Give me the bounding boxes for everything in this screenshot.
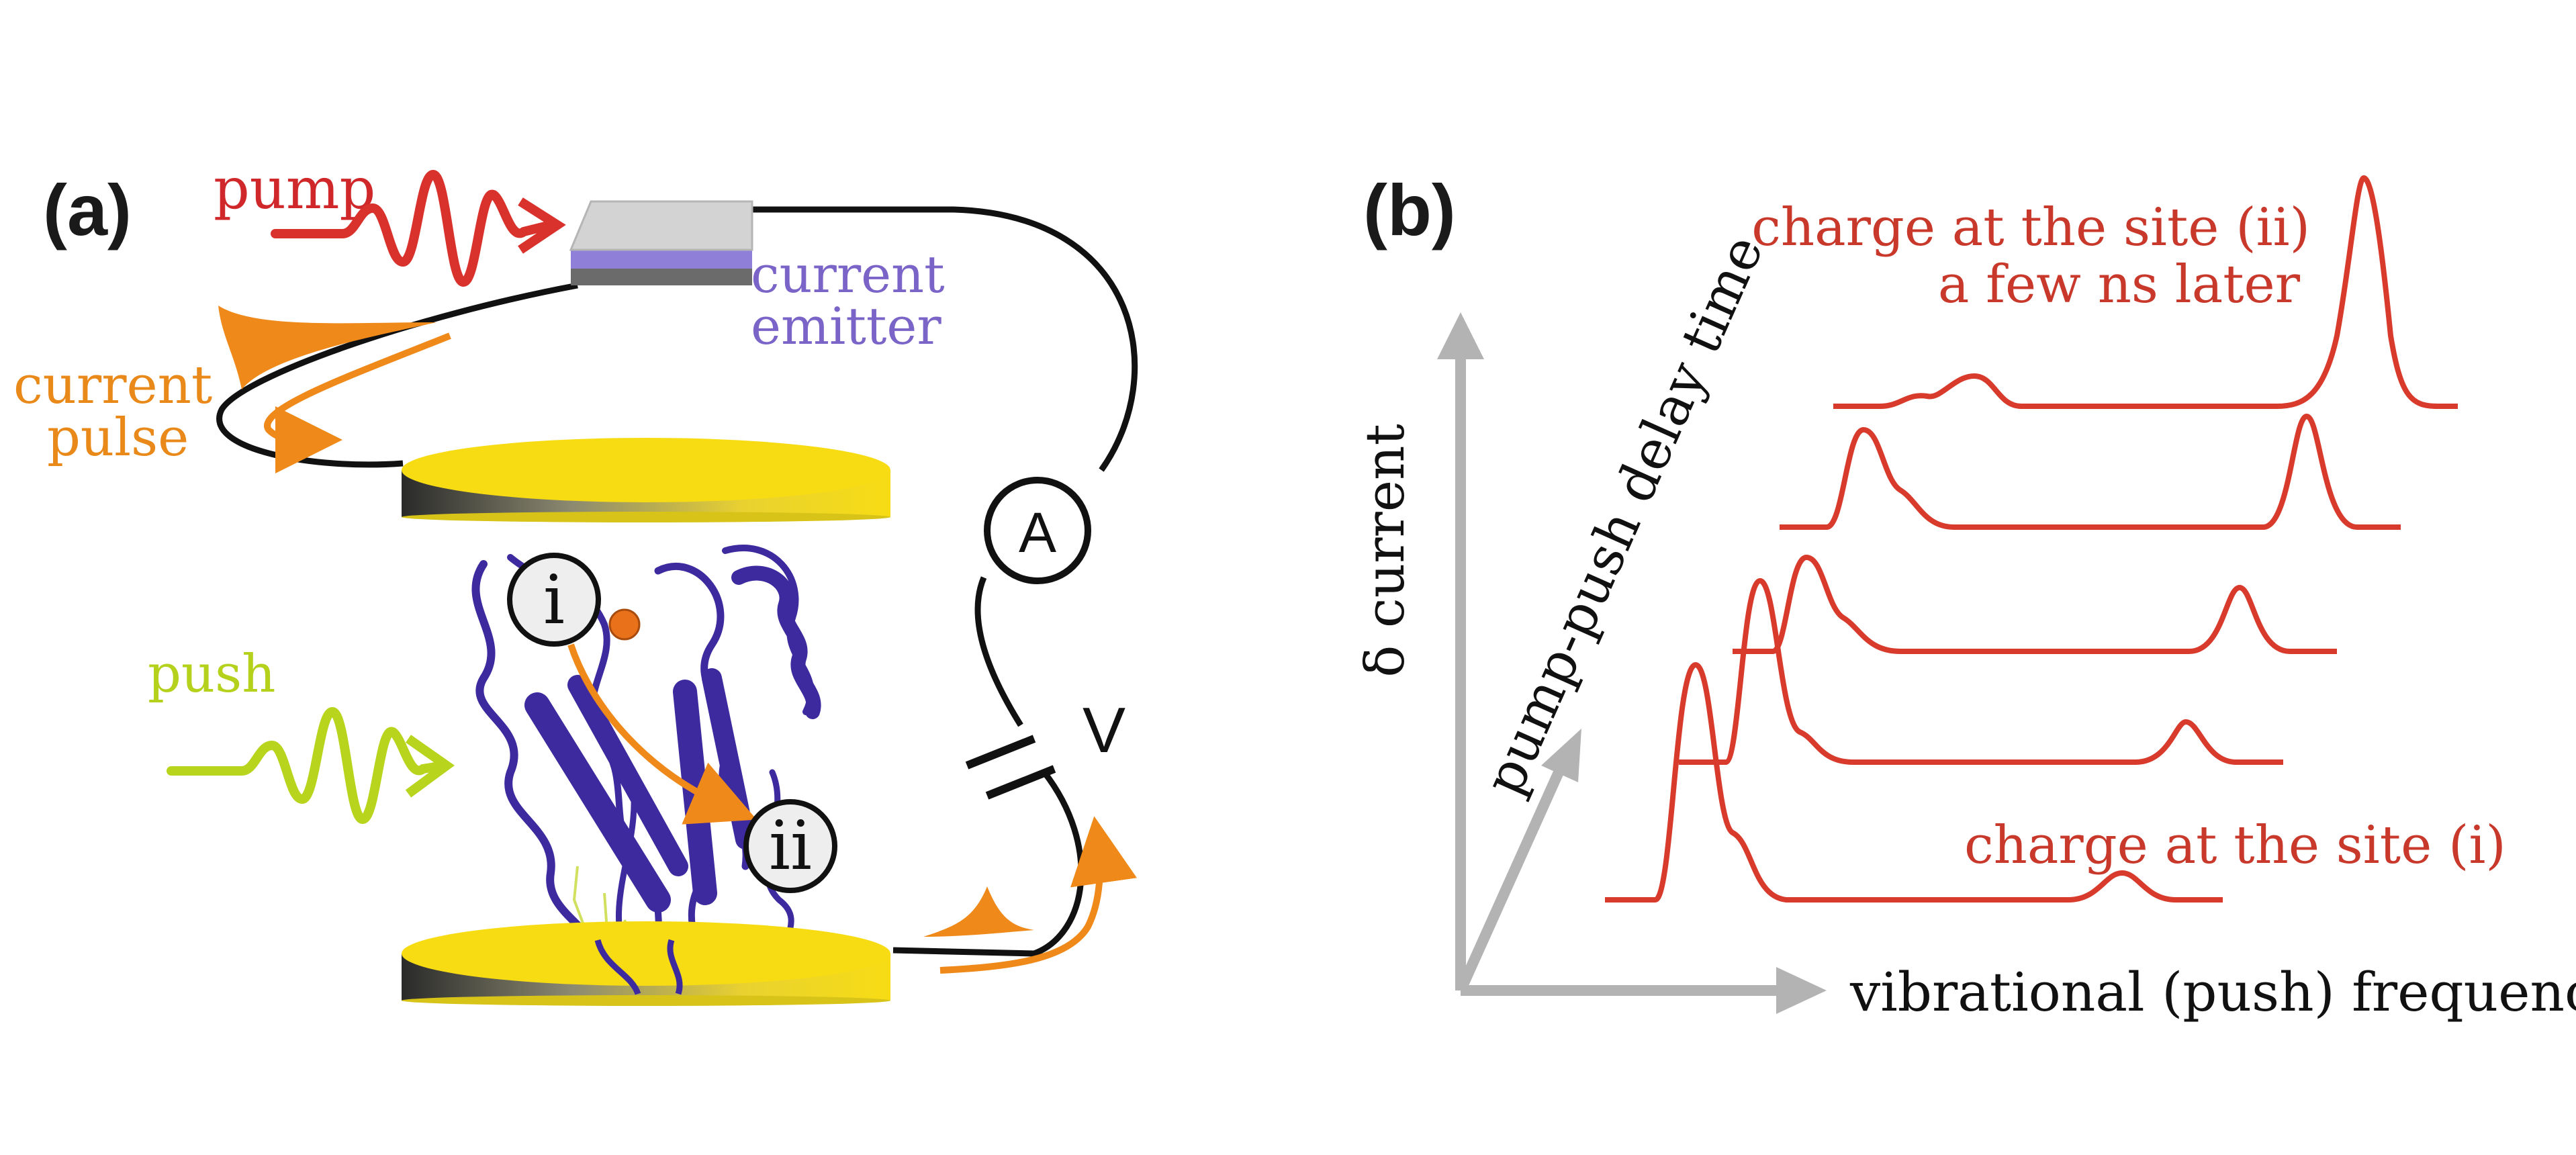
site-i-label: i [543,561,565,639]
pump-arrowhead-icon [518,197,566,254]
spectrum-trace [1733,555,2337,654]
depth-axis-label: pump-push delay time [1472,226,1775,804]
annotation-bottom: charge at the site (i) [1964,815,2506,876]
voltage-label: V [1083,694,1125,766]
bottom-electrode [402,921,890,1006]
y-axis-label: δ current [1354,424,1416,677]
pump-label: pump [214,156,375,222]
current-pulse-arrow [264,332,451,474]
transfer-arrow [567,643,757,825]
site-i-marker: i [507,553,601,647]
protein-tails [594,939,683,995]
site-ii-marker: ii [743,799,837,893]
annotation-top-line2: a few ns later [1938,255,2301,315]
pump-wave-icon [271,169,555,287]
spectra [1605,175,2458,903]
current-pulse-shape [218,306,436,389]
current-emitter [569,200,753,285]
y-axis-arrowhead [1437,312,1484,359]
x-axis-arrowhead [1776,967,1827,1014]
panel-b: (b) δ current pump-push delay time vibra… [1354,169,2576,1023]
depth-axis-arrowhead [1541,729,1581,782]
ammeter: A [984,477,1091,584]
current-pulse-label-line2: pulse [47,408,189,468]
emitter-label-line1: current [751,244,945,304]
push-wave-icon [167,706,448,825]
charge-particle [608,608,641,641]
push-arrowhead-icon [405,735,455,798]
panel-b-label: (b) [1363,169,1456,250]
current-pulse-label-line1: current [13,355,212,416]
site-ii-label: ii [769,806,812,885]
annotation-top-line1: charge at the site (ii) [1751,197,2310,258]
x-axis-label: vibrational (push) frequency [1849,961,2576,1023]
spectrum-trace [1679,578,2283,765]
ammeter-label: A [1019,501,1056,564]
output-current-arrow [939,816,1137,974]
spectrum-trace [1833,175,2458,409]
top-electrode [402,438,890,522]
emitter-label-line2: emitter [751,296,941,356]
push-label: push [148,644,275,704]
axes [1455,349,1786,996]
spectrum-trace [1605,662,2223,903]
output-pulse-shape [923,886,1034,937]
circuit-wire [216,206,1138,957]
spectrum-trace [1780,414,2401,530]
panel-a-label: (a) [43,169,132,250]
panel-a: (a) current emitter pump current pulse [13,156,1138,1006]
voltage-source [965,735,1056,800]
